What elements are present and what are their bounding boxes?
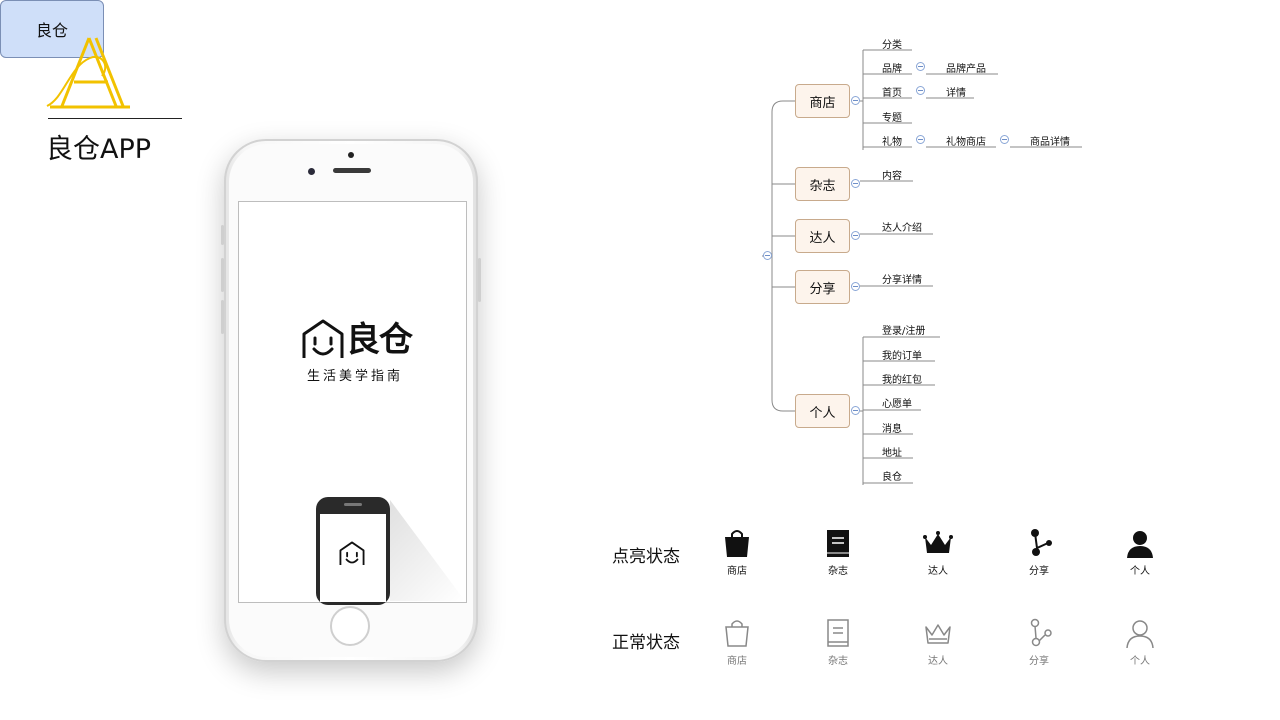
mindmap-leaf[interactable]: 消息 — [882, 424, 902, 435]
normal-state-label: 正常状态 — [612, 633, 680, 653]
phone-speaker — [333, 168, 371, 173]
phone-home-button[interactable] — [330, 606, 370, 646]
mindmap-leaf[interactable]: 我的订单 — [882, 351, 922, 362]
mindmap-leaf[interactable]: 心愿单 — [882, 399, 912, 410]
tab-label: 个人 — [1130, 566, 1150, 577]
mindmap-leaf[interactable]: 分享详情 — [882, 275, 922, 286]
phone-camera — [308, 168, 315, 175]
tab-label: 杂志 — [828, 656, 848, 667]
phone-sensor — [348, 152, 354, 158]
tab-label: 杂志 — [828, 566, 848, 577]
phone-mute-switch — [221, 225, 224, 245]
splash-tagline: 生活美学指南 — [306, 369, 403, 384]
person-icon — [1127, 531, 1153, 558]
tab-personal-normal[interactable]: 个人 — [1110, 617, 1170, 667]
tab-label: 分享 — [1029, 656, 1049, 667]
mindmap-branch-expert[interactable]: 达人 — [795, 219, 850, 253]
tab-label: 达人 — [928, 656, 948, 667]
tab-label: 商店 — [727, 656, 747, 667]
phone-volume-down — [221, 300, 224, 334]
mini-phone-screen — [320, 514, 386, 602]
active-state-label: 点亮状态 — [612, 547, 680, 567]
tab-shop-normal[interactable]: 商店 — [707, 617, 767, 667]
mindmap-leaf[interactable]: 地址 — [882, 448, 902, 459]
share-icon — [1030, 618, 1052, 647]
mindmap-leaf[interactable]: 达人介绍 — [882, 223, 922, 234]
mindmap-branch-personal[interactable]: 个人 — [795, 394, 850, 428]
mini-house-smile-icon — [339, 541, 365, 565]
collapse-toggle-icon[interactable] — [851, 406, 860, 415]
phone-power-button — [478, 258, 481, 302]
mindmap-root-node[interactable]: 良仓 — [0, 0, 104, 58]
collapse-toggle-icon[interactable] — [851, 231, 860, 240]
tab-label: 达人 — [928, 566, 948, 577]
share-icon — [1031, 529, 1052, 556]
tab-share-normal[interactable]: 分享 — [1009, 617, 1069, 667]
tab-expert-active[interactable]: 达人 — [908, 527, 968, 577]
mindmap-leaf[interactable]: 商品详情 — [1030, 137, 1070, 148]
tab-magazine-active[interactable]: 杂志 — [808, 527, 868, 577]
mindmap-leaf[interactable]: 品牌产品 — [946, 64, 986, 75]
mindmap-leaf[interactable]: 首页 — [882, 88, 902, 99]
magazine-icon — [827, 530, 849, 557]
crown-icon — [925, 624, 951, 644]
mindmap-branch-magazine[interactable]: 杂志 — [795, 167, 850, 201]
mindmap-leaf[interactable]: 专题 — [882, 113, 902, 124]
tab-label: 商店 — [727, 566, 747, 577]
house-smile-icon — [302, 319, 344, 358]
mindmap-leaf[interactable]: 内容 — [882, 171, 902, 182]
collapse-toggle-icon[interactable] — [916, 62, 925, 71]
logo-a-icon — [46, 37, 130, 109]
tab-personal-active[interactable]: 个人 — [1110, 527, 1170, 577]
collapse-toggle-icon[interactable] — [1000, 135, 1009, 144]
magazine-icon — [827, 619, 849, 647]
phone-volume-up — [221, 258, 224, 292]
mindmap-leaf[interactable]: 详情 — [946, 88, 966, 99]
person-icon — [1126, 620, 1154, 649]
collapse-toggle-icon[interactable] — [763, 251, 772, 260]
collapse-toggle-icon[interactable] — [851, 282, 860, 291]
collapse-toggle-icon[interactable] — [851, 179, 860, 188]
shopping-bag-icon — [725, 620, 749, 647]
app-title: 良仓APP — [46, 134, 152, 165]
mindmap-branch-shop[interactable]: 商店 — [795, 84, 850, 118]
tab-share-active[interactable]: 分享 — [1009, 527, 1069, 577]
mindmap-leaf[interactable]: 登录/注册 — [882, 326, 926, 337]
mindmap-leaf[interactable]: 我的红包 — [882, 375, 922, 386]
shopping-bag-icon — [725, 530, 749, 557]
splash-brand-name: 良仓 — [346, 320, 413, 360]
tab-label: 个人 — [1130, 656, 1150, 667]
mindmap-leaf[interactable]: 品牌 — [882, 64, 902, 75]
mindmap-leaf[interactable]: 良仓 — [882, 472, 902, 483]
collapse-toggle-icon[interactable] — [851, 96, 860, 105]
collapse-toggle-icon[interactable] — [916, 135, 925, 144]
mindmap-leaf[interactable]: 礼物商店 — [946, 137, 986, 148]
tab-label: 分享 — [1029, 566, 1049, 577]
collapse-toggle-icon[interactable] — [916, 86, 925, 95]
crown-icon — [923, 531, 953, 553]
mindmap-leaf[interactable]: 礼物 — [882, 137, 902, 148]
tab-magazine-normal[interactable]: 杂志 — [808, 617, 868, 667]
mini-phone-speaker — [344, 503, 362, 506]
tab-expert-normal[interactable]: 达人 — [908, 617, 968, 667]
header-divider — [48, 118, 182, 119]
tab-shop-active[interactable]: 商店 — [707, 527, 767, 577]
mindmap-branch-share[interactable]: 分享 — [795, 270, 850, 304]
mindmap-leaf[interactable]: 分类 — [882, 40, 902, 51]
